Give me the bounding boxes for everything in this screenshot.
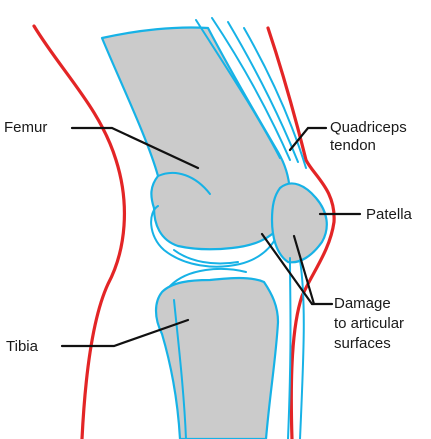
label-tibia: Tibia	[6, 338, 39, 355]
label-quadriceps-1: Quadriceps	[330, 119, 407, 136]
patella-shape	[270, 182, 328, 264]
tendon-fiber	[227, 21, 299, 163]
femur-condyle-ridge	[157, 171, 211, 195]
leader-damage-a	[260, 232, 314, 306]
label-patella: Patella	[366, 206, 413, 223]
skin-line-back	[32, 24, 127, 439]
leader-damage-b	[292, 234, 316, 306]
tendon-fiber	[211, 17, 291, 161]
label-quadriceps-2: tendon	[330, 137, 376, 154]
tibia-shaft	[154, 276, 280, 439]
skin-line-front	[266, 26, 336, 439]
leader-tibia	[60, 318, 190, 348]
meniscus	[150, 205, 277, 268]
patella-bone	[270, 182, 328, 264]
meniscus-outline	[150, 205, 277, 268]
femur-bone	[100, 26, 291, 251]
ligament-fiber	[299, 259, 305, 439]
quadriceps-tendon	[195, 17, 307, 169]
meniscus-inner	[173, 249, 239, 265]
leader-lines	[60, 126, 362, 348]
tibia-bone	[154, 267, 280, 439]
label-femur: Femur	[4, 119, 47, 136]
skin-outline	[32, 24, 336, 439]
tendon-fiber	[243, 27, 307, 169]
labels: Femur Quadriceps tendon Patella Damage t…	[4, 119, 413, 355]
tibia-plateau	[169, 267, 247, 287]
label-damage-1: Damage	[334, 295, 391, 312]
tibia-crest	[173, 299, 187, 439]
label-damage-3: surfaces	[334, 335, 391, 352]
leader-quadriceps	[288, 126, 328, 152]
tendon-fiber	[195, 19, 281, 159]
label-damage-2: to articular	[334, 315, 404, 332]
leader-femur	[70, 126, 200, 170]
